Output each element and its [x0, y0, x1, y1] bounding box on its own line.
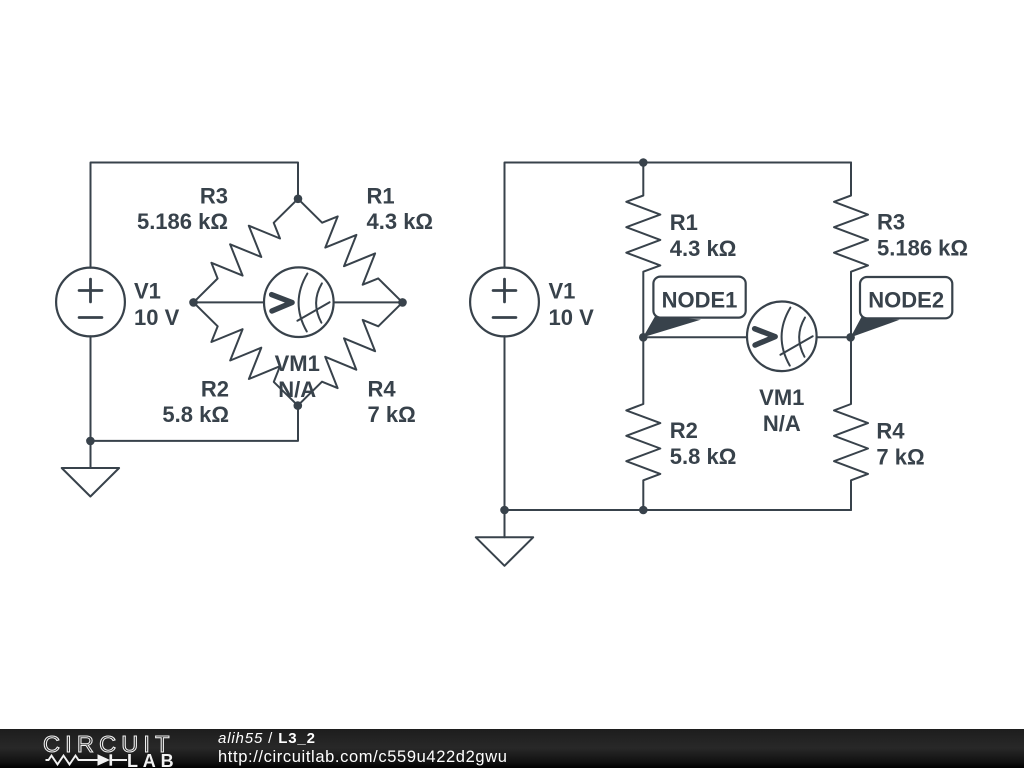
- svg-text:R4: R4: [368, 376, 397, 401]
- svg-text:N/A: N/A: [278, 377, 316, 402]
- svg-text:7 kΩ: 7 kΩ: [368, 402, 416, 427]
- svg-text:10 V: 10 V: [549, 305, 595, 330]
- svg-text:7 kΩ: 7 kΩ: [876, 445, 924, 470]
- svg-text:NODE1: NODE1: [662, 287, 738, 312]
- svg-text:4.3 kΩ: 4.3 kΩ: [670, 236, 737, 261]
- svg-text:VM1: VM1: [275, 351, 320, 376]
- svg-text:10 V: 10 V: [134, 305, 180, 330]
- svg-text:R1: R1: [670, 210, 698, 235]
- svg-text:V1: V1: [134, 278, 161, 303]
- svg-text:R2: R2: [670, 418, 698, 443]
- svg-text:5.186 kΩ: 5.186 kΩ: [877, 235, 968, 260]
- svg-text:R2: R2: [201, 376, 229, 401]
- svg-text:4.3 kΩ: 4.3 kΩ: [367, 209, 434, 234]
- svg-text:5.8 kΩ: 5.8 kΩ: [670, 444, 737, 469]
- svg-text:R4: R4: [876, 418, 905, 443]
- svg-text:5.8 kΩ: 5.8 kΩ: [162, 402, 229, 427]
- svg-text:NODE2: NODE2: [868, 288, 944, 313]
- svg-text:R1: R1: [367, 184, 395, 209]
- svg-text:R3: R3: [200, 184, 228, 209]
- svg-text:VM1: VM1: [759, 385, 804, 410]
- svg-text:V1: V1: [549, 278, 576, 303]
- svg-text:N/A: N/A: [763, 411, 801, 436]
- svg-text:R3: R3: [877, 209, 905, 234]
- svg-text:5.186 kΩ: 5.186 kΩ: [137, 209, 228, 234]
